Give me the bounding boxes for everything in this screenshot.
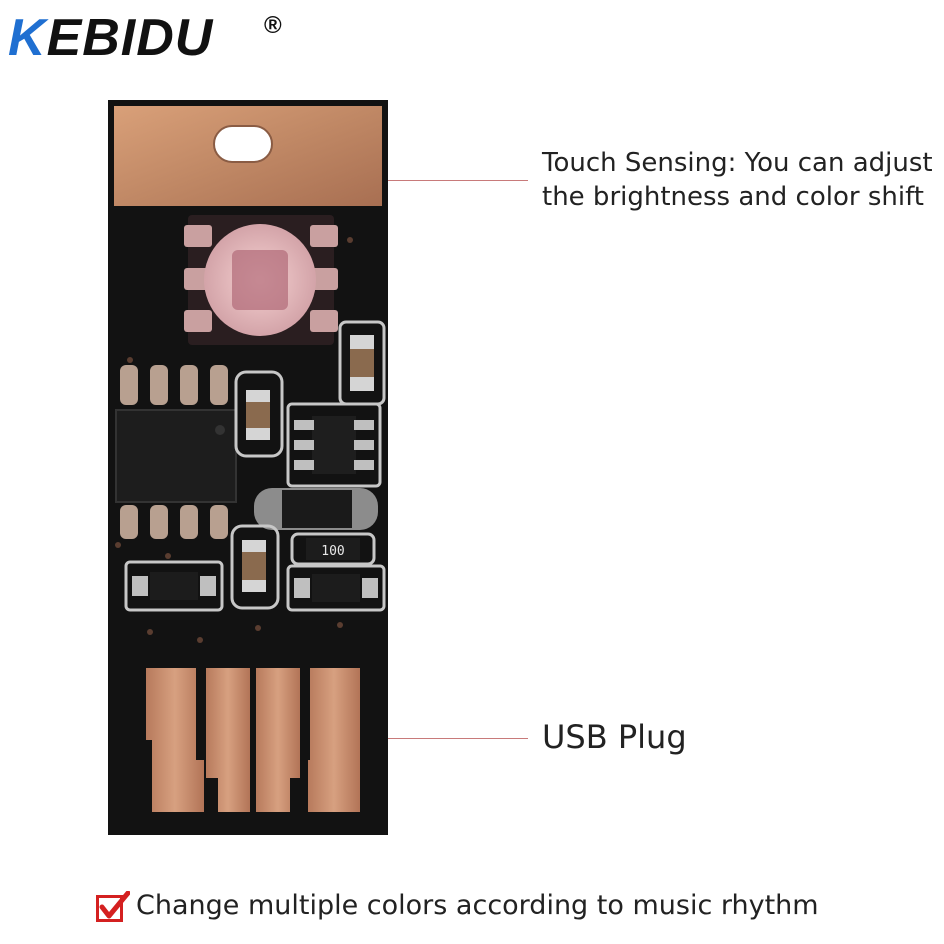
touch-sensing-line-1: Touch Sensing: You can adjust	[542, 148, 933, 178]
touch-callout-line	[388, 180, 528, 181]
registered-mark: ®	[264, 12, 283, 39]
capacitor-top-right	[338, 320, 386, 406]
feature-note: Change multiple colors according to musi…	[96, 890, 819, 922]
usb-plug-label: USB Plug	[542, 718, 687, 756]
logo-initial: K	[8, 9, 47, 67]
checkmark-icon	[96, 890, 131, 922]
hanging-hole	[213, 125, 273, 163]
rgb-led	[184, 215, 338, 345]
logo-rest: EBIDU	[46, 9, 214, 67]
usb-contacts	[146, 668, 360, 812]
capacitor-lower	[230, 524, 280, 610]
sot-bottom-right	[286, 564, 386, 612]
feature-text: Change multiple colors according to musi…	[136, 890, 819, 921]
ic-chip	[115, 365, 237, 539]
brand-logo: KEBIDU ®	[8, 9, 282, 67]
resistor-100: 100	[290, 532, 376, 566]
capacitor-middle	[234, 370, 284, 458]
vias	[115, 237, 353, 643]
touch-sensing-label: Touch Sensing: You can adjust the bright…	[542, 146, 933, 214]
touch-sensing-line-2: the brightness and color shift	[542, 182, 924, 212]
usb-callout-line	[388, 738, 528, 739]
sot-bottom-left	[124, 560, 224, 612]
diode	[254, 488, 378, 530]
resistor-marking: 100	[321, 544, 344, 559]
transistor-sot	[286, 402, 382, 488]
